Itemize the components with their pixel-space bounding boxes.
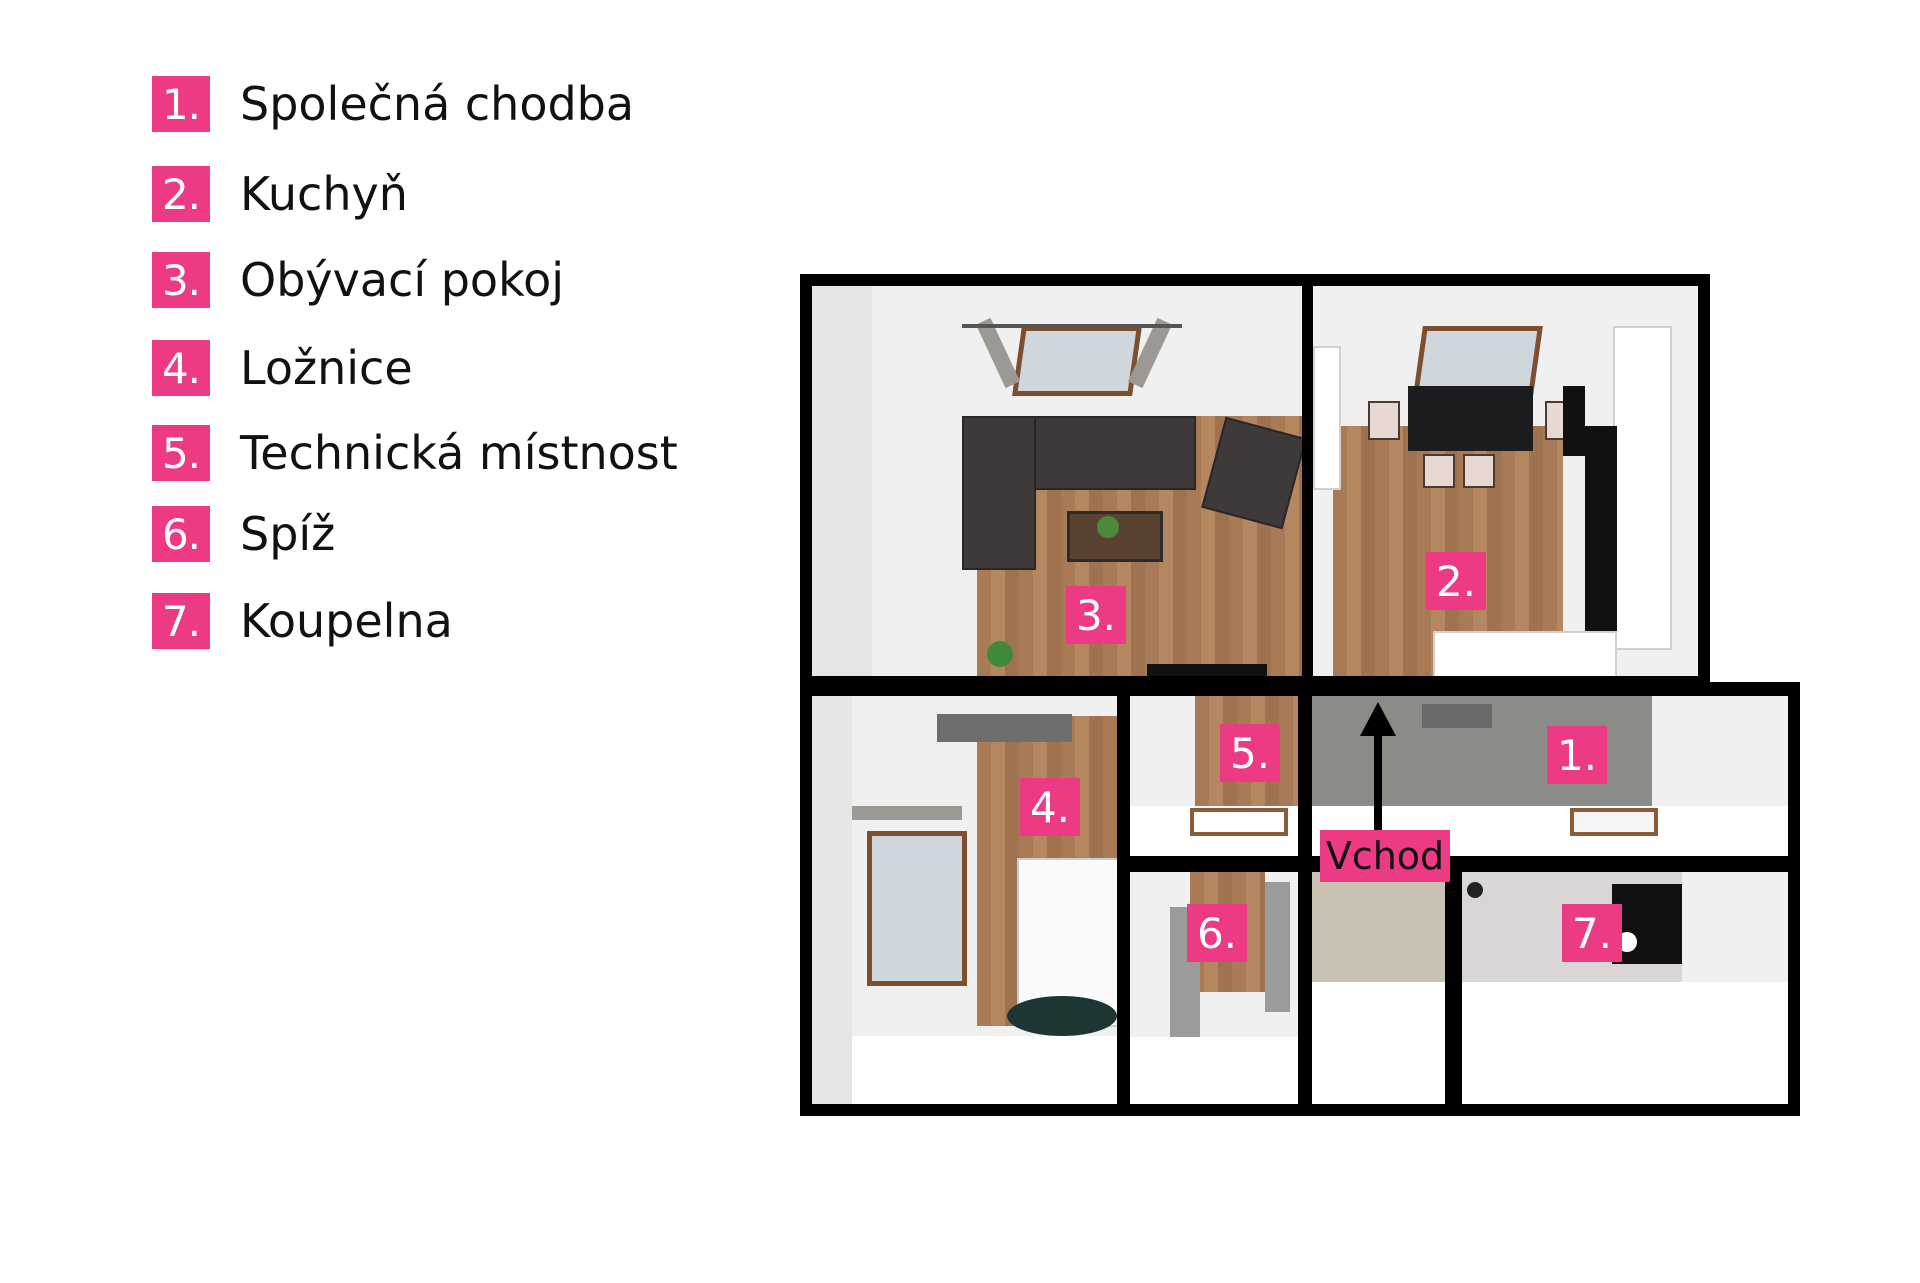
chair — [1368, 401, 1400, 440]
curtain-rail — [937, 714, 1072, 742]
drain — [1467, 882, 1483, 898]
kitchen-worktop — [1585, 426, 1617, 656]
legend-number: 6. — [152, 506, 210, 562]
window — [1012, 326, 1142, 396]
room-number-6: 6. — [1187, 904, 1247, 962]
legend-number: 7. — [152, 593, 210, 649]
oven — [1563, 386, 1585, 456]
room-legend: 1. Společná chodba 2. Kuchyň 3. Obývací … — [0, 0, 700, 700]
room-number-7: 7. — [1562, 904, 1622, 962]
room-living — [812, 286, 1302, 676]
legend-item-2: 2. Kuchyň — [152, 165, 408, 223]
dining-table — [1408, 386, 1533, 451]
wall-shade — [812, 286, 872, 676]
shower-rack — [1612, 884, 1682, 964]
floor-plan: 3. 2. 4. 5. 6. 1. 7. Vchod — [800, 274, 1800, 1116]
shelf — [1190, 808, 1288, 836]
wardrobe — [1422, 704, 1492, 728]
room-number-4: 4. — [1020, 778, 1080, 836]
bench — [1570, 808, 1658, 836]
room-kitchen — [1313, 286, 1698, 676]
legend-label: Koupelna — [240, 594, 453, 648]
legend-item-4: 4. Ložnice — [152, 339, 413, 397]
curtain — [852, 806, 962, 820]
curtain-rod — [962, 324, 1182, 328]
curtain — [975, 317, 1021, 389]
chair — [1423, 454, 1455, 488]
legend-label: Obývací pokoj — [240, 253, 564, 307]
legend-item-6: 6. Spíž — [152, 505, 335, 563]
legend-number: 2. — [152, 166, 210, 222]
legend-number: 1. — [152, 76, 210, 132]
floor — [1462, 982, 1788, 1104]
kitchen-counter — [1613, 326, 1672, 650]
plant — [987, 641, 1013, 667]
room-bathroom — [1462, 872, 1788, 1104]
legend-label: Technická místnost — [240, 426, 678, 480]
floor — [852, 1036, 1117, 1104]
window — [867, 831, 967, 986]
wall-shade — [812, 696, 852, 1104]
kitchen-island — [1433, 631, 1617, 676]
entrance-label: Vchod — [1320, 830, 1450, 882]
floor — [1312, 872, 1445, 982]
room-number-3: 3. — [1066, 586, 1126, 644]
room-corridor-lower — [1312, 872, 1445, 1104]
legend-label: Společná chodba — [240, 77, 635, 131]
entrance-arrow-icon — [1360, 702, 1396, 830]
legend-number: 3. — [152, 252, 210, 308]
room-number-5: 5. — [1220, 724, 1280, 782]
shelf — [1265, 882, 1290, 1012]
room-bedroom — [812, 696, 1117, 1104]
tv-stand — [1147, 664, 1267, 676]
room-number-1: 1. — [1547, 726, 1607, 784]
legend-item-5: 5. Technická místnost — [152, 424, 678, 482]
floor — [1312, 982, 1445, 1104]
legend-label: Spíž — [240, 507, 336, 561]
legend-label: Kuchyň — [240, 167, 408, 221]
plant — [1097, 516, 1119, 538]
chair — [1463, 454, 1495, 488]
legend-number: 4. — [152, 340, 210, 396]
legend-label: Ložnice — [240, 341, 413, 395]
floor — [1130, 1037, 1298, 1104]
legend-item-1: 1. Společná chodba — [152, 75, 634, 133]
legend-item-3: 3. Obývací pokoj — [152, 251, 564, 309]
toilet — [1617, 932, 1637, 952]
kitchen-counter — [1313, 346, 1341, 490]
room-number-2: 2. — [1426, 552, 1486, 610]
rug — [1007, 996, 1117, 1036]
sofa — [962, 416, 1036, 570]
legend-number: 5. — [152, 425, 210, 481]
legend-item-7: 7. Koupelna — [152, 592, 453, 650]
